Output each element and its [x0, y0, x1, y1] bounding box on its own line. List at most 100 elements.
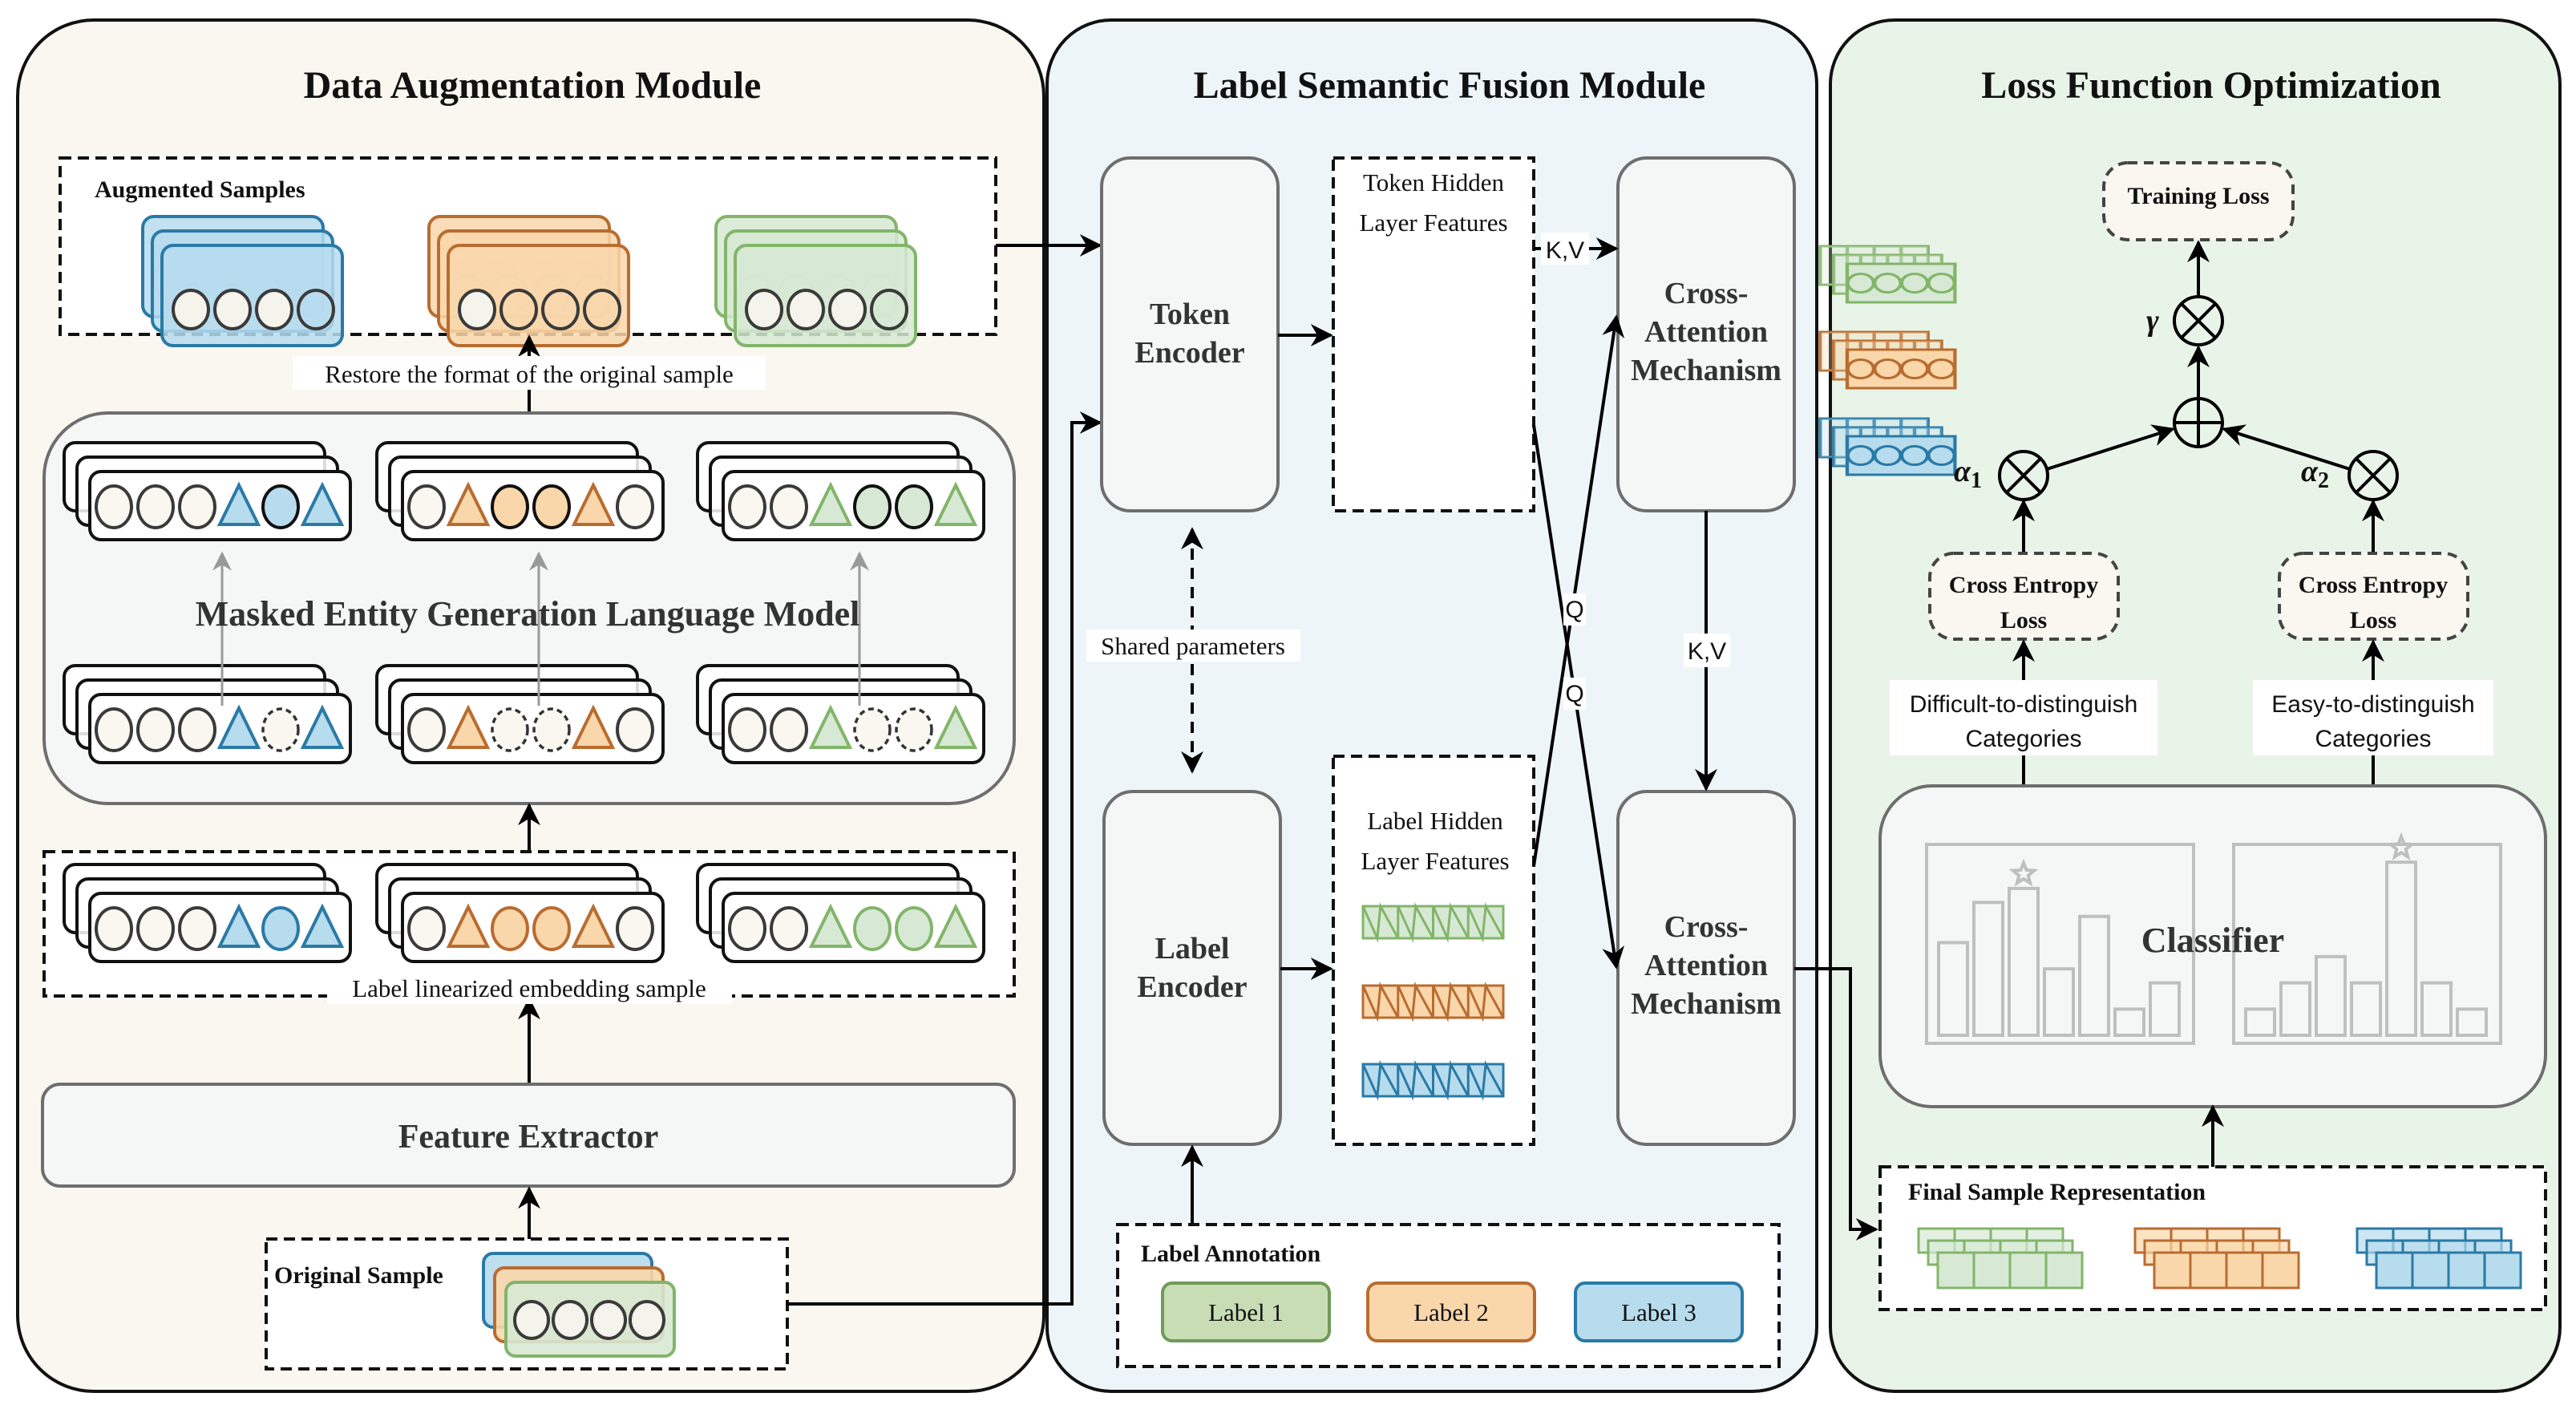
- arrow-alpha1-to-sum: [2046, 424, 2175, 471]
- representation-cell: [2153, 1251, 2192, 1290]
- entity-node: [491, 484, 529, 529]
- representation-cell: [2261, 1251, 2300, 1290]
- entity-triangle: [933, 903, 978, 948]
- token-node: [95, 484, 133, 529]
- shared-parameters-bg: [1086, 630, 1300, 662]
- training-loss-box: [2102, 161, 2295, 241]
- classifier-histogram-easy: [2232, 832, 2502, 1045]
- augmented-sample-green: [714, 215, 917, 347]
- token-encoder-label-2: Encoder: [1134, 336, 1244, 370]
- triangle-glyph: [1432, 1060, 1470, 1101]
- token-node: [828, 289, 867, 330]
- masked-sequence-orange: [375, 664, 665, 764]
- ce-loss-left-label-2: Loss: [2000, 607, 2047, 634]
- kv-top-label: K,V: [1546, 237, 1584, 264]
- representation-cell: [1972, 1251, 2012, 1290]
- restore-caption: Restore the format of the original sampl…: [325, 360, 734, 388]
- histogram-bar: [2279, 981, 2311, 1037]
- feature-circle: [1846, 273, 1875, 294]
- masked-node: [261, 707, 300, 752]
- token-node: [770, 707, 808, 752]
- token-node: [136, 484, 175, 529]
- histogram-bar: [2149, 981, 2181, 1037]
- histogram-bar: [2008, 886, 2040, 1037]
- label-chip-text: Label 3: [1621, 1298, 1696, 1326]
- token-feature-blue: [1818, 417, 1957, 476]
- token-node: [178, 707, 216, 752]
- token-node: [95, 906, 133, 951]
- token-node: [136, 906, 175, 951]
- arrow-original-to-token-encoder: [787, 411, 1102, 1306]
- feature-circle: [1927, 358, 1956, 379]
- label-chip-3: Label 3: [1574, 1281, 1744, 1342]
- triangle-glyph: [1397, 1060, 1434, 1101]
- augmented-sample-orange: [427, 215, 630, 347]
- token-node: [616, 707, 654, 752]
- q-top-bg: [1563, 593, 1586, 626]
- representation-cell: [1936, 1251, 1975, 1290]
- entity-node: [532, 906, 571, 951]
- triangle-glyph: [1361, 902, 1400, 943]
- classifier-histogram-difficult: [1925, 843, 2195, 1045]
- augmented-samples-label: Augmented Samples: [95, 176, 305, 203]
- cross-attention-bottom-label-2: Attention: [1644, 949, 1768, 982]
- histogram-bar: [2385, 860, 2417, 1038]
- feature-circle: [1899, 273, 1930, 294]
- generated-sequence-blue: [63, 441, 352, 541]
- feature-circle: [1927, 273, 1956, 294]
- triangle-glyph: [1361, 982, 1400, 1022]
- representation-cell: [2008, 1251, 2048, 1290]
- feature-extractor-box: [41, 1083, 1016, 1188]
- representation-cell: [2447, 1251, 2486, 1290]
- entity-node: [261, 484, 300, 529]
- ce-loss-right-box: [2278, 552, 2469, 641]
- alpha1-label: α1: [1954, 455, 1982, 493]
- cross-attention-top-label-3: Mechanism: [1631, 354, 1781, 387]
- representation-cell: [2189, 1251, 2228, 1290]
- triangle-glyph: [1466, 1060, 1505, 1101]
- easy-categories-label-1: Easy-to-distinguish: [2271, 691, 2474, 718]
- linearized-sequence-green: [696, 863, 985, 963]
- feature-circle: [1899, 358, 1930, 379]
- token-feature-stacks: [1818, 245, 1957, 476]
- token-node: [552, 1300, 588, 1340]
- module-title-loss: Loss Function Optimization: [1981, 64, 2441, 107]
- triangle-glyph: [1432, 902, 1470, 943]
- histogram-bar: [1972, 901, 2004, 1037]
- feature-circle: [1873, 358, 1903, 379]
- masked-node: [895, 707, 933, 752]
- module-title-augmentation: Data Augmentation Module: [304, 64, 762, 107]
- histogram-bar: [2350, 981, 2382, 1037]
- final-representation-blue: [2356, 1227, 2522, 1290]
- histogram-bar: [2078, 914, 2110, 1038]
- entity-triangle: [300, 704, 345, 749]
- training-loss-label: Training Loss: [2128, 183, 2270, 209]
- entity-triangle: [571, 481, 616, 526]
- token-node: [513, 1300, 550, 1340]
- easy-categories-bg: [2253, 680, 2493, 755]
- ce-loss-left-box: [1928, 552, 2120, 641]
- feature-extractor-label: Feature Extractor: [398, 1119, 659, 1156]
- label-chip-box: [1366, 1281, 1536, 1342]
- label-feature-rows: [1361, 902, 1505, 1101]
- linearized-caption: Label linearized embedding sample: [352, 974, 706, 1002]
- token-node: [728, 906, 766, 951]
- kv-top-bg2: [1541, 233, 1589, 265]
- token-node: [136, 707, 175, 752]
- representation-cell: [2483, 1251, 2522, 1290]
- token-encoder-label-1: Token: [1150, 298, 1230, 331]
- token-node: [407, 906, 446, 951]
- token-node: [770, 906, 808, 951]
- histogram-bar: [2420, 981, 2453, 1037]
- representation-cell: [2411, 1251, 2450, 1290]
- linearized-sequence-orange: [375, 863, 665, 963]
- cross-attention-bottom-label-3: Mechanism: [1631, 987, 1781, 1021]
- cross-attention-bottom-label-1: Cross-: [1664, 910, 1749, 944]
- arrow-cross-attention-to-final: [1794, 967, 1878, 1241]
- token-node: [407, 707, 446, 752]
- feature-circle: [1927, 445, 1956, 466]
- label-feature-orange: [1361, 982, 1505, 1022]
- entity-triangle: [808, 704, 853, 749]
- shared-parameters-label: Shared parameters: [1101, 632, 1285, 660]
